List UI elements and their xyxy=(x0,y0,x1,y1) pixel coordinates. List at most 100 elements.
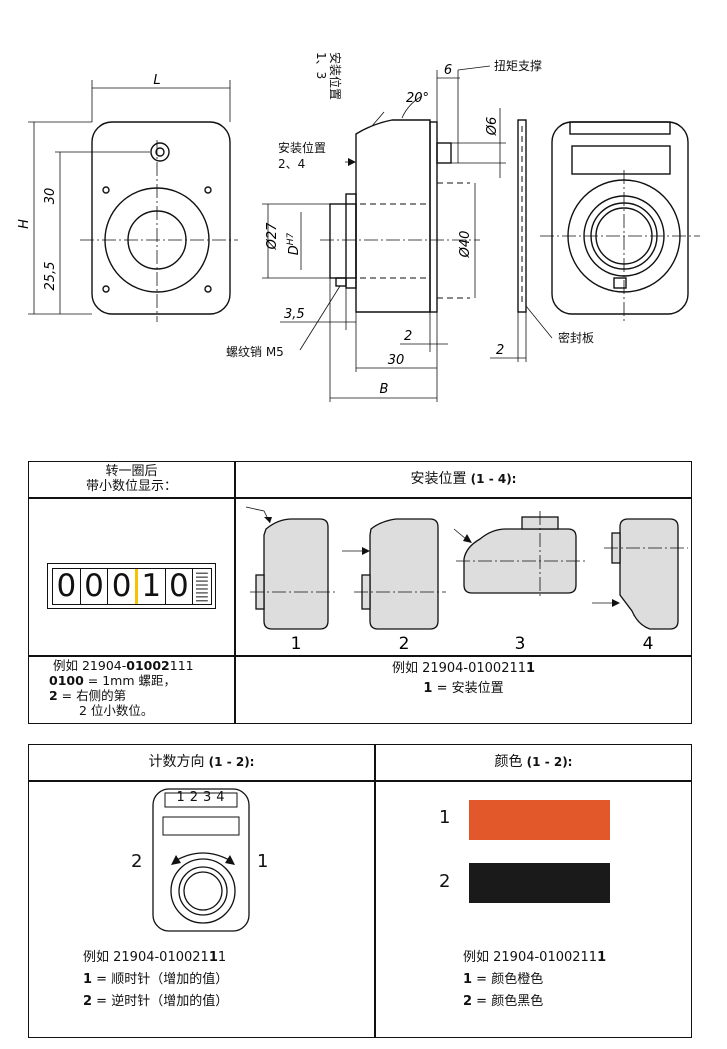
table2-right-example-line3: 2 = 颜色黑色 xyxy=(463,991,606,1013)
table1-left-example: 例如 21904-01002111 0100 = 1mm 螺距， 2 = 右侧的… xyxy=(49,658,194,718)
mount-pos-24-nums: 2、4 xyxy=(278,157,306,171)
table2-row-divider xyxy=(29,780,691,782)
table1-col-divider xyxy=(234,462,236,723)
table2-left-header: 计数方向 (1 - 2): xyxy=(29,754,374,771)
example-key: 0100 xyxy=(49,673,84,688)
dim-30b: 30 xyxy=(388,353,405,368)
table1-right-example-line2: 1 = 安装位置 xyxy=(236,679,691,699)
counter-digit: 0 xyxy=(81,569,109,604)
table1-right-example-line1: 例如 21904-01002111 xyxy=(236,659,691,679)
table2-right-example-line1: 例如 21904-01002111 xyxy=(463,947,606,969)
dim-25-5: 25,5 xyxy=(43,262,58,291)
position-3-shape xyxy=(453,511,586,599)
mount-pos-13-text: 安装位置 xyxy=(328,52,342,101)
table2-left-example-line2: 1 = 顺时针（增加的值） xyxy=(83,969,228,991)
table1-right-header-title: 安装位置 xyxy=(410,471,467,487)
front-view: L H 30 25,5 xyxy=(17,73,238,322)
table1-left-example-line4: 2 位小数位。 xyxy=(79,703,154,718)
counter-digit: 0 xyxy=(166,569,194,604)
table1-row-divider-2 xyxy=(29,655,691,657)
dim-H: H xyxy=(17,219,32,229)
color-label-2: 2 xyxy=(439,871,451,892)
table2-right-example: 例如 21904-01002111 1 = 颜色橙色 2 = 颜色黑色 xyxy=(463,947,606,1013)
table2-left-example: 例如 21904-01002111 1 = 顺时针（增加的值） 2 = 逆时针（… xyxy=(83,947,228,1013)
example-key: 1 xyxy=(463,972,473,987)
dim-3-5: 3,5 xyxy=(284,307,305,322)
example-desc: = 右侧的第 xyxy=(57,688,127,703)
example-suffix: 111 xyxy=(169,658,194,673)
table1-left-header-line2: 带小数位显示： xyxy=(85,479,177,494)
color-swatch-black xyxy=(469,863,610,903)
dim-DH7: DH7 xyxy=(286,232,302,255)
dia-6: Ø6 xyxy=(485,117,500,137)
example-key: 2 xyxy=(49,688,58,703)
table2-right-header-title: 颜色 xyxy=(494,754,523,770)
table1-left-example-line1: 例如 21904-01002111 xyxy=(49,658,194,673)
count-direction-figure xyxy=(152,788,250,932)
color-swatch-orange xyxy=(469,800,610,840)
counter-digit: 0 xyxy=(53,569,81,604)
side-view: 20° 6 Ø6 Ø27 DH7 Ø40 3,5 2 30 B xyxy=(262,63,506,402)
example-desc: = 颜色橙色 xyxy=(472,972,544,987)
table1-left-header-line1: 转一圈后 xyxy=(105,464,158,479)
table2-left-header-title: 计数方向 xyxy=(148,754,205,770)
counter-scale-icon xyxy=(196,572,209,602)
dim-B: B xyxy=(380,382,389,397)
example-desc: = 颜色黑色 xyxy=(472,994,544,1009)
position-1-shape xyxy=(245,506,336,630)
mounting-positions-figure: 1 2 3 4 xyxy=(245,506,688,654)
mount-pos-13-label: 安装位置 1、3 xyxy=(314,52,342,100)
counter-display-inner: 0 0 0 1 0 xyxy=(52,568,212,605)
position-4-shape xyxy=(592,518,688,630)
angle-20: 20° xyxy=(406,91,429,106)
table1-left-example-line2: 0100 = 1mm 螺距， xyxy=(49,673,194,688)
example-key: 1 xyxy=(83,972,93,987)
example-key: 2 xyxy=(463,994,473,1009)
dim-6: 6 xyxy=(444,63,452,78)
position-label: 4 xyxy=(643,634,654,654)
position-label: 1 xyxy=(291,634,302,654)
dim-L: L xyxy=(153,73,160,88)
position-label: 3 xyxy=(515,634,526,654)
table2-right-example-line2: 1 = 颜色橙色 xyxy=(463,969,606,991)
thread-pin-label: 螺纹销 M5 xyxy=(226,345,284,359)
table1-right-example: 例如 21904-01002111 1 = 安装位置 xyxy=(236,659,691,699)
table2-right-header: 颜色 (1 - 2): xyxy=(376,754,691,771)
table1-row-divider-1 xyxy=(29,497,691,499)
example-prefix: 例如 21904- xyxy=(53,658,127,673)
table1-right-header-range: (1 - 4): xyxy=(466,472,517,486)
color-label-1: 1 xyxy=(439,807,451,828)
example-bold: 1 xyxy=(597,950,607,965)
example-prefix: 例如 21904-0100211 xyxy=(463,950,598,965)
technical-drawing: L H 30 25,5 20° 6 xyxy=(17,63,700,402)
example-prefix: 例如 21904-0100211 xyxy=(391,661,527,676)
table1-left-header: 转一圈后 带小数位显示： xyxy=(29,464,234,494)
direction-label-left: 2 xyxy=(131,851,143,872)
example-desc: = 安装位置 xyxy=(432,681,504,696)
back-view xyxy=(540,121,700,322)
dim-30: 30 xyxy=(43,188,58,205)
table1-left-example-line3: 2 = 右侧的第 xyxy=(49,688,194,703)
dim-2b: 2 xyxy=(496,343,504,358)
seal-plate-view: 2 xyxy=(490,119,553,362)
example-key: 2 xyxy=(83,994,93,1009)
counter-display: 0 0 0 1 0 xyxy=(47,563,216,609)
example-suffix: 1 xyxy=(217,950,227,965)
table2-left-example-line1: 例如 21904-01002111 xyxy=(83,947,228,969)
direction-label-right: 1 xyxy=(257,851,269,872)
example-bold: 1 xyxy=(526,661,536,676)
table-count-direction-color: 计数方向 (1 - 2): 颜色 (1 - 2): 1234 2 1 例如 21… xyxy=(28,744,692,1038)
example-key: 1 xyxy=(423,681,433,696)
position-label: 2 xyxy=(399,634,410,654)
mount-pos-24-label: 安装位置 2、4 xyxy=(278,140,326,172)
position-2-shape xyxy=(342,518,446,630)
mount-pos-24-text: 安装位置 xyxy=(278,141,327,155)
counter-window-text: 1234 xyxy=(176,790,230,805)
table2-left-header-range: (1 - 2): xyxy=(204,755,255,769)
example-bold-2: 2 xyxy=(161,658,170,673)
table1-right-header: 安装位置 (1 - 4): xyxy=(236,471,691,488)
example-bold: 0100 xyxy=(126,658,162,673)
counter-digit-highlight: 1 xyxy=(138,569,166,604)
dia-27: Ø27 xyxy=(265,222,280,251)
table-decimal-position: 转一圈后 带小数位显示： 安装位置 (1 - 4): 0 0 0 1 0 xyxy=(28,461,692,724)
